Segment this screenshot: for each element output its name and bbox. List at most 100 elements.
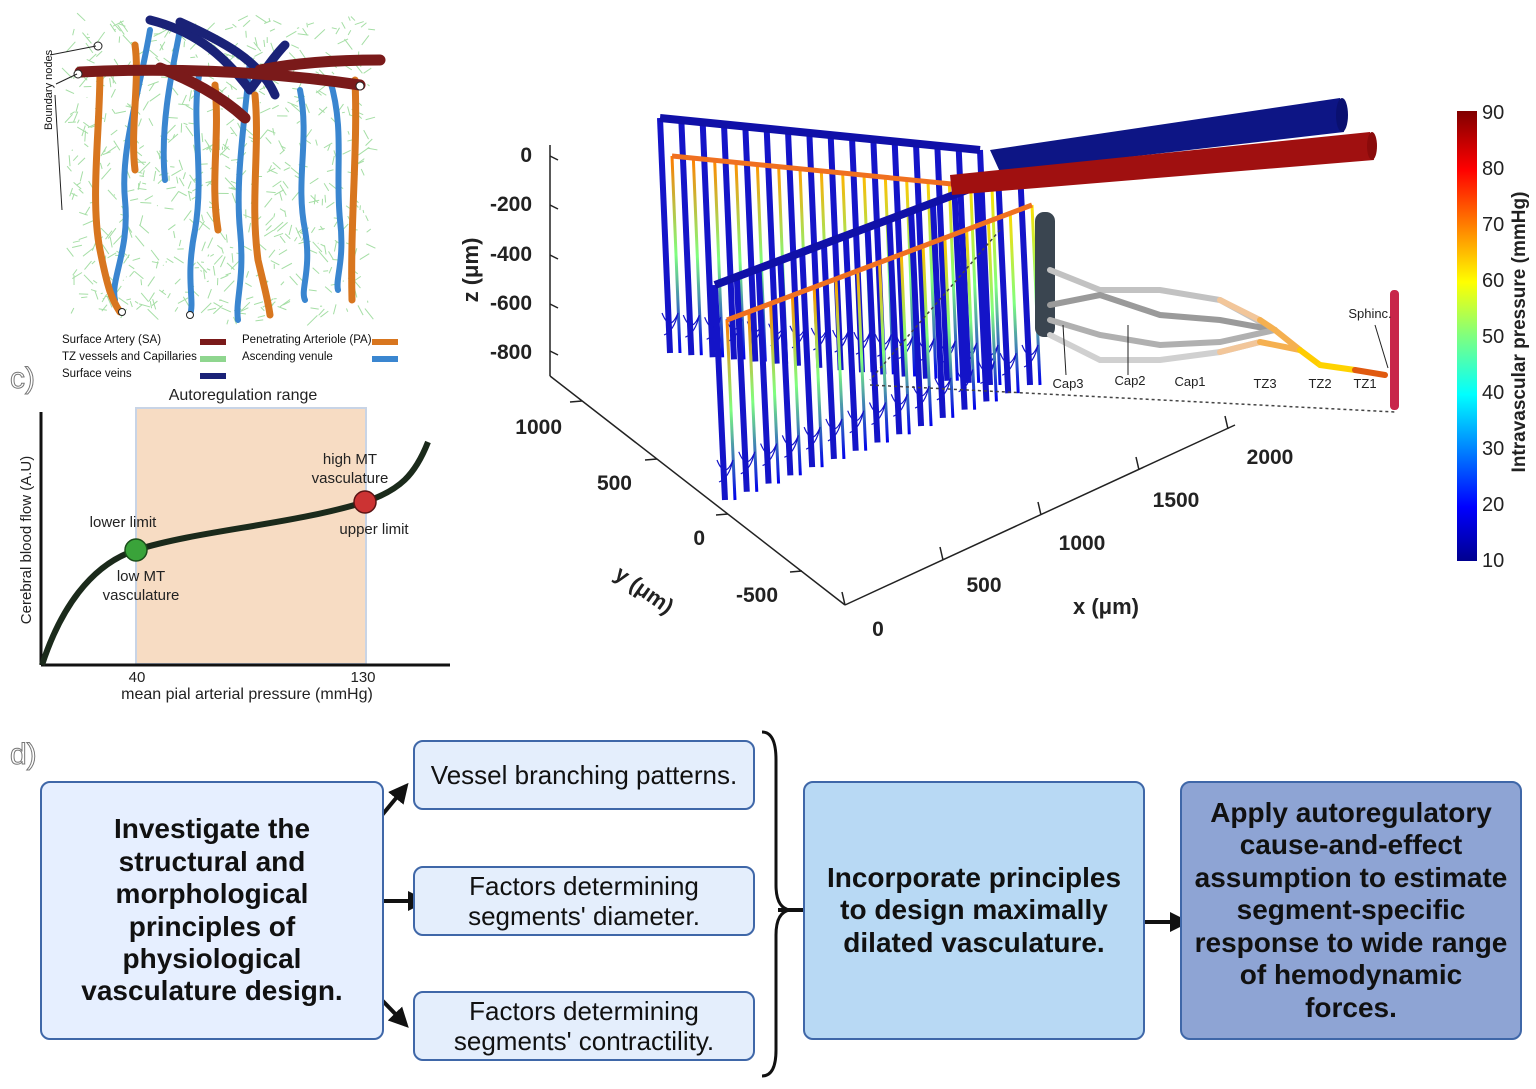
capillary-segment xyxy=(76,182,81,186)
capillary-segment xyxy=(308,289,317,292)
panel-c: Autoregulation range Cerebral blood flow… xyxy=(0,380,460,710)
capillary-segment xyxy=(90,289,97,292)
capillary-segment xyxy=(341,111,345,114)
high-mt-label-line2: vasculature xyxy=(312,470,389,487)
capillary-segment xyxy=(226,118,235,126)
capillary-segment xyxy=(147,81,159,87)
y-axis-label: Cerebral blood flow (A.U) xyxy=(18,456,35,624)
capillary-segment xyxy=(187,190,193,194)
capillary-segment xyxy=(110,88,116,98)
capillary-segment xyxy=(308,199,320,204)
capillary-segment xyxy=(365,138,373,146)
capillary-segment xyxy=(88,180,94,189)
capillary-segment xyxy=(344,38,353,50)
upper-limit-marker xyxy=(353,490,377,514)
capillary-segment xyxy=(265,224,272,231)
capillary-segment xyxy=(350,16,356,21)
capillary-segment xyxy=(148,82,155,92)
inset-label: Cap3 xyxy=(1052,376,1083,391)
capillary-segment xyxy=(94,290,99,300)
x-axis-label: mean pial arterial pressure (mmHg) xyxy=(121,686,373,703)
capillary-segment xyxy=(273,232,284,238)
venule-column xyxy=(777,260,794,476)
capillary-segment xyxy=(248,222,252,233)
capillary-segment xyxy=(199,220,211,230)
arteriole-column xyxy=(969,185,981,383)
capillary-segment xyxy=(255,14,267,23)
capillary-segment xyxy=(354,280,361,289)
capillary-segment xyxy=(233,316,237,325)
capillary-segment xyxy=(178,239,182,247)
capillary-segment xyxy=(279,208,286,213)
panel-c-letter: c) xyxy=(10,362,36,396)
venule-column xyxy=(842,235,859,451)
capillary-segment xyxy=(268,249,276,258)
capillary-segment xyxy=(296,120,301,124)
z-tick: -600 xyxy=(490,292,532,315)
ascending-venules xyxy=(111,27,345,323)
capillary-loop xyxy=(738,451,756,475)
panel-a: Boundary nodes Surface Artery (SA) Penet… xyxy=(0,0,420,390)
capillary-segment xyxy=(219,299,222,302)
capillary-segment xyxy=(196,261,208,273)
capillary-segment xyxy=(288,224,293,236)
capillary-segment xyxy=(109,23,116,33)
colorbar-tick: 50 xyxy=(1482,326,1504,348)
capillary-segment xyxy=(147,308,159,320)
capillary-segment xyxy=(139,161,151,174)
capillary-segment xyxy=(172,87,179,96)
capillary-segment xyxy=(128,264,135,270)
capillary-segment xyxy=(326,169,334,173)
capillary-segment xyxy=(72,272,83,280)
capillary-segment xyxy=(228,187,238,191)
capillary-segment xyxy=(167,224,176,231)
capillary-segment xyxy=(312,241,323,253)
capillary-segment xyxy=(139,215,144,226)
capillary-segment xyxy=(363,129,369,140)
capillary-segment xyxy=(279,235,286,244)
capillary-segment xyxy=(102,151,111,156)
capillary-segment xyxy=(318,308,325,316)
z-axis-label: z (μm) xyxy=(460,238,483,303)
capillary-segment xyxy=(118,23,126,27)
legend-item: Surface Artery (SA) xyxy=(62,334,161,346)
capillary-segment xyxy=(159,41,166,51)
capillary-segment xyxy=(72,28,75,36)
capillary-segment xyxy=(150,249,160,261)
capillary-segment xyxy=(173,256,184,264)
capillary-segment xyxy=(84,130,87,142)
colorbar-tick: 80 xyxy=(1482,158,1504,180)
capillary-segment xyxy=(178,177,185,187)
capillary-segment xyxy=(210,253,215,257)
capillary-segment xyxy=(224,177,236,189)
branching-box: Vessel branching patterns. xyxy=(413,740,755,810)
capillary-segment xyxy=(222,143,230,151)
inset-pointers xyxy=(1062,324,1389,376)
capillary-segment xyxy=(273,213,276,218)
capillary-segment xyxy=(347,106,351,116)
x-tick-130: 130 xyxy=(350,669,375,686)
capillary-segment xyxy=(260,306,265,312)
capillary-segment xyxy=(149,49,159,58)
capillary-segment xyxy=(181,94,187,105)
boundary-node-pointers xyxy=(49,45,97,211)
capillary-loop xyxy=(716,459,734,483)
venule-column xyxy=(908,210,925,427)
capillary-segment xyxy=(100,146,108,157)
capillary-segment xyxy=(102,244,110,255)
capillary-segment xyxy=(279,192,283,201)
capillary-segment xyxy=(365,116,376,121)
capillary-segment xyxy=(312,267,320,275)
colorbar-tick: 10 xyxy=(1482,550,1504,572)
capillary-segment xyxy=(278,249,288,256)
capillary-segment xyxy=(272,80,279,85)
capillary-segment xyxy=(107,227,117,239)
capillary-segment xyxy=(268,165,272,172)
legend-label: Penetrating Arteriole (PA) xyxy=(242,334,372,346)
z-tick: -200 xyxy=(490,193,532,216)
capillary-segment xyxy=(201,241,206,252)
diameter-text: Factors determining segments' diameter. xyxy=(468,870,700,931)
capillary-segment xyxy=(134,300,139,304)
legend-item: Ascending venule xyxy=(242,351,333,363)
capillary-segment xyxy=(315,71,320,74)
